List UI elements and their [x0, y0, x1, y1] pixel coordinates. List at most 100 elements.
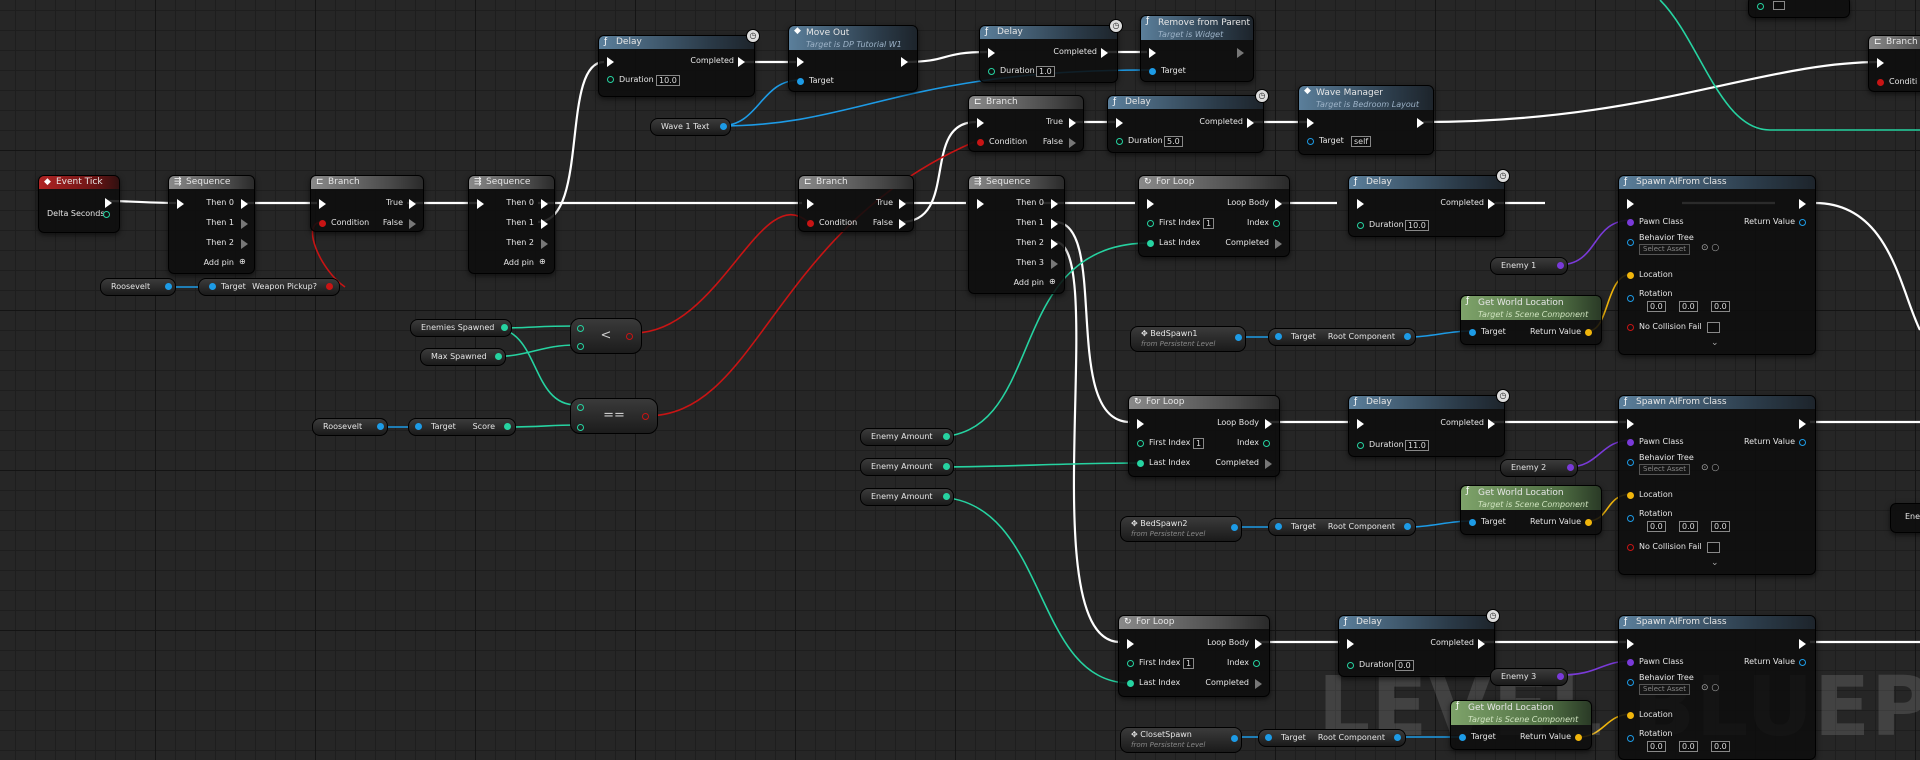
browse-icon[interactable]: ⊙ ○	[1701, 243, 1720, 253]
partial-value[interactable]	[1773, 1, 1785, 10]
duration-value[interactable]: 10.0	[656, 75, 680, 86]
exec-out-pin[interactable]	[1799, 639, 1806, 649]
branch-node-1[interactable]: ⊏Branch True Condition False	[310, 175, 424, 232]
chevron-down-icon[interactable]: ⌄	[1711, 558, 1719, 568]
rotation-x-value[interactable]: 0.0	[1647, 301, 1666, 312]
add-pin-icon[interactable]: ⊕	[1049, 277, 1056, 286]
b-in-pin[interactable]	[577, 343, 584, 350]
exec-in-pin[interactable]	[319, 199, 326, 209]
less-than-node[interactable]: <	[570, 318, 642, 354]
partial-pin[interactable]	[1757, 3, 1764, 10]
exec-in-pin[interactable]	[1137, 419, 1144, 429]
then-0-pin[interactable]	[241, 199, 248, 209]
exec-in-pin[interactable]	[1627, 199, 1634, 209]
condition-pin[interactable]	[977, 139, 984, 146]
first-index-pin[interactable]	[1147, 220, 1154, 227]
duration-value[interactable]: 1.0	[1036, 66, 1055, 77]
then-0-pin[interactable]	[1051, 199, 1058, 209]
sequence-node-3[interactable]: ⇶Sequence Then 0 Then 1 Then 2 Then 3 Ad…	[968, 175, 1065, 294]
then-1-pin[interactable]	[541, 219, 548, 229]
enemies-spawned-variable[interactable]: Enemies Spawned	[410, 319, 512, 337]
loop-body-pin[interactable]	[1275, 199, 1282, 209]
true-pin[interactable]	[409, 199, 416, 209]
bool-out-pin[interactable]	[642, 413, 649, 420]
last-index-pin[interactable]	[1147, 240, 1154, 247]
duration-value[interactable]: 5.0	[1164, 136, 1183, 147]
event-tick-node[interactable]: ◆Event Tick Delta Seconds	[38, 175, 120, 233]
first-index-pin[interactable]	[1137, 440, 1144, 447]
completed-pin[interactable]	[1247, 118, 1254, 128]
no-collision-fail-checkbox[interactable]	[1707, 542, 1720, 553]
duration-pin[interactable]	[1357, 222, 1364, 229]
exec-in-pin[interactable]	[1116, 118, 1123, 128]
exec-out-pin[interactable]	[901, 57, 908, 67]
first-index-value[interactable]: 1	[1183, 658, 1195, 669]
then-1-pin[interactable]	[241, 219, 248, 229]
object-out-pin[interactable]	[377, 423, 384, 430]
target-pin[interactable]	[1459, 734, 1466, 741]
equals-node[interactable]: ==	[570, 398, 658, 434]
enemy-amount-variable-3[interactable]: Enemy Amount	[860, 488, 954, 506]
condition-pin[interactable]	[1877, 79, 1884, 86]
loop-body-pin[interactable]	[1265, 419, 1272, 429]
root-component-getter-3[interactable]: Target Root Component	[1258, 729, 1406, 747]
behavior-tree-pin[interactable]	[1627, 459, 1634, 466]
index-pin[interactable]	[1263, 440, 1270, 447]
target-pin[interactable]	[797, 78, 804, 85]
branch-node-edge[interactable]: ⊏Branch Conditi	[1868, 35, 1920, 92]
duration-value[interactable]: 0.0	[1395, 660, 1414, 671]
object-out-pin[interactable]	[1231, 524, 1238, 531]
exec-in-pin[interactable]	[1627, 639, 1634, 649]
bool-out-pin[interactable]	[326, 283, 333, 290]
root-component-getter-2[interactable]: Target Root Component	[1268, 518, 1416, 536]
completed-pin[interactable]	[1478, 639, 1485, 649]
completed-pin[interactable]	[1275, 239, 1282, 249]
target-value[interactable]: self	[1351, 136, 1372, 147]
add-pin-icon[interactable]: ⊕	[239, 257, 246, 266]
int-out-pin[interactable]	[943, 463, 950, 470]
then-2-pin[interactable]	[241, 239, 248, 249]
first-index-value[interactable]: 1	[1203, 218, 1215, 229]
exec-in-pin[interactable]	[977, 199, 984, 209]
exec-in-pin[interactable]	[177, 199, 184, 209]
browse-icon[interactable]: ⊙ ○	[1701, 683, 1720, 693]
rotation-x-value[interactable]: 0.0	[1647, 741, 1666, 752]
exec-in-pin[interactable]	[1127, 639, 1134, 649]
pawn-class-pin[interactable]	[1627, 439, 1634, 446]
completed-pin[interactable]	[1488, 199, 1495, 209]
condition-pin[interactable]	[807, 220, 814, 227]
score-getter[interactable]: Target Score	[408, 418, 516, 436]
completed-pin[interactable]	[1255, 679, 1262, 689]
return-value-pin[interactable]	[1799, 219, 1806, 226]
enemy-amount-variable-1[interactable]: Enemy Amount	[860, 428, 954, 446]
object-out-pin[interactable]	[1231, 735, 1238, 742]
rotation-y-value[interactable]: 0.0	[1679, 301, 1698, 312]
object-out-pin[interactable]	[1404, 523, 1411, 530]
exec-in-pin[interactable]	[807, 199, 814, 209]
object-out-pin[interactable]	[1404, 333, 1411, 340]
sequence-node-2[interactable]: ⇶Sequence Then 0 Then 1 Then 2 Add pin⊕	[468, 175, 555, 274]
rotation-z-value[interactable]: 0.0	[1711, 301, 1730, 312]
int-out-pin[interactable]	[504, 423, 511, 430]
partial-node-right[interactable]: Ene	[1890, 503, 1920, 533]
for-loop-node-1[interactable]: ↻For Loop Loop Body First Index 1 Index …	[1138, 175, 1290, 257]
target-in-pin[interactable]	[1265, 734, 1272, 741]
branch-node-top[interactable]: ⊏Branch True Condition False	[968, 95, 1084, 152]
false-pin[interactable]	[409, 219, 416, 229]
b-in-pin[interactable]	[577, 424, 584, 431]
enemy-2-variable[interactable]: Enemy 2	[1500, 459, 1578, 477]
object-out-pin[interactable]	[1235, 334, 1242, 341]
enemy-amount-variable-2[interactable]: Enemy Amount	[860, 458, 954, 476]
completed-pin[interactable]	[1265, 459, 1272, 469]
max-spawned-variable[interactable]: Max Spawned	[420, 348, 506, 366]
target-pin[interactable]	[1469, 329, 1476, 336]
bool-out-pin[interactable]	[626, 333, 633, 340]
